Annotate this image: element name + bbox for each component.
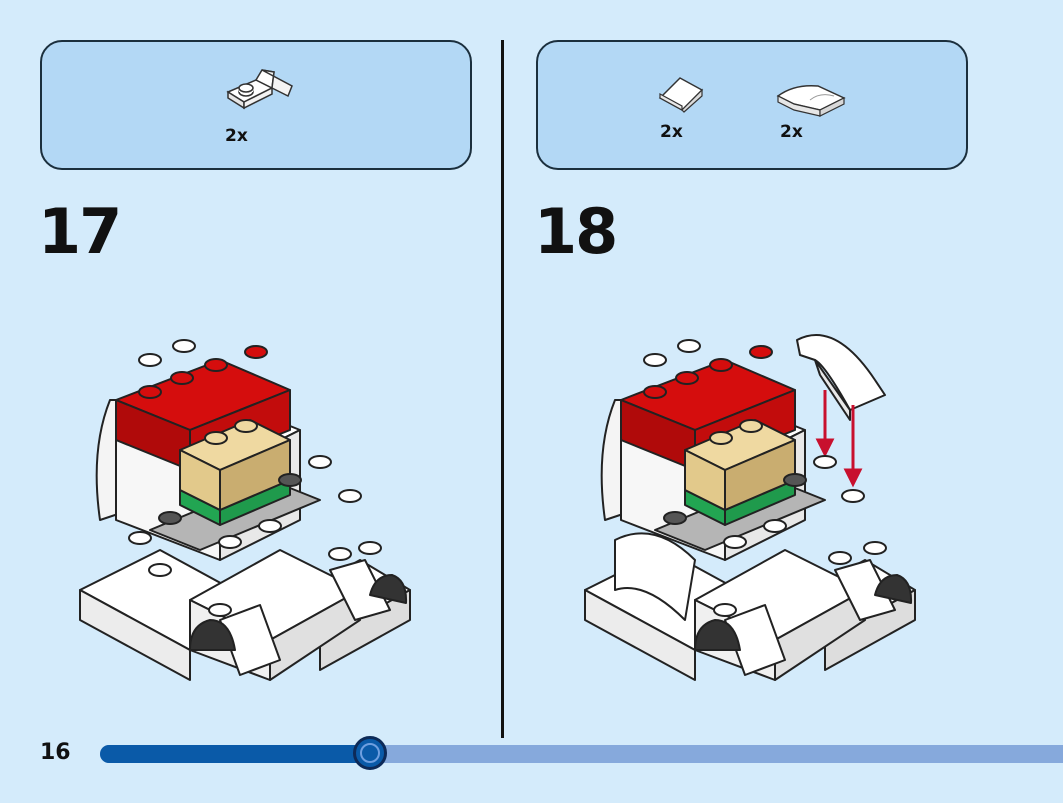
step-divider — [501, 40, 504, 738]
step-number-18: 18 — [534, 195, 618, 268]
step-number-17: 17 — [38, 195, 122, 268]
progress-fill — [100, 745, 370, 763]
progress-knob[interactable] — [352, 736, 387, 770]
bracket-plate-icon — [226, 69, 293, 110]
curved-slope-icon — [776, 84, 846, 117]
model-illustration-step-18 — [584, 334, 916, 681]
page-number: 16 — [40, 740, 71, 765]
model-illustration-step-17 — [79, 339, 411, 681]
parts-callout-step-18: 2x 2x — [536, 40, 968, 170]
part-quantity: 2x — [225, 126, 248, 146]
parts-callout-step-17: 2x — [40, 40, 472, 170]
part-quantity: 2x — [780, 122, 803, 142]
part-quantity: 2x — [660, 122, 683, 142]
slope-tile-icon — [658, 77, 704, 113]
